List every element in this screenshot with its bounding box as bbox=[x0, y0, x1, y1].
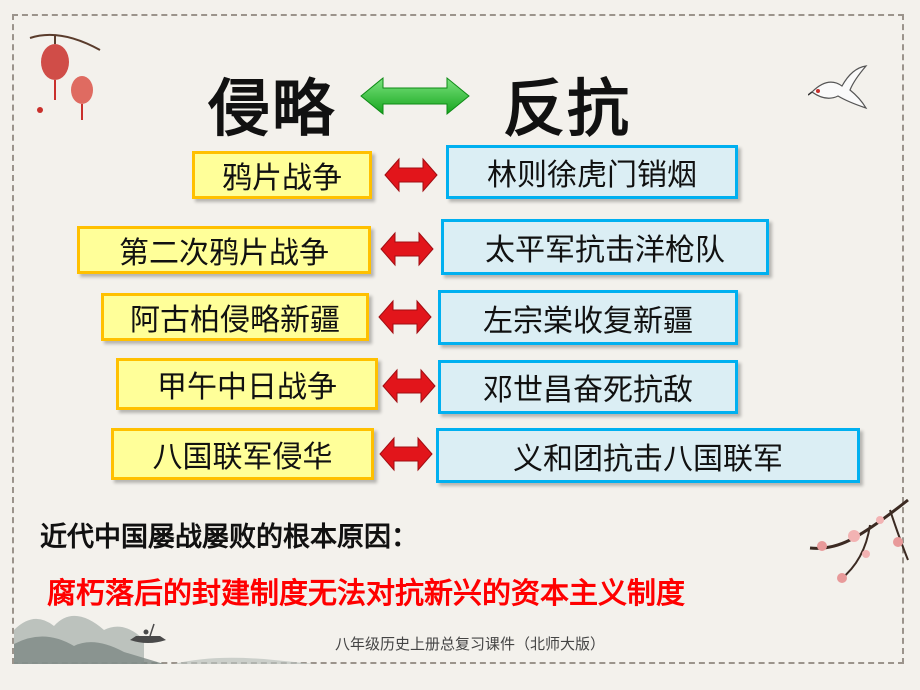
red-double-arrow-icon bbox=[379, 436, 433, 472]
mountain-landscape-icon bbox=[14, 615, 314, 664]
aggression-box: 第二次鸦片战争 bbox=[77, 226, 371, 274]
resistance-box: 林则徐虎门销烟 bbox=[446, 145, 738, 199]
red-double-arrow-icon bbox=[384, 157, 438, 193]
red-double-arrow-icon bbox=[380, 231, 434, 267]
lantern-icon bbox=[29, 33, 101, 120]
aggression-box: 甲午中日战争 bbox=[116, 358, 378, 410]
footer-caption: 八年级历史上册总复习课件（北师大版） bbox=[334, 635, 605, 653]
conclusion-label: 近代中国屡战屡败的根本原因： bbox=[40, 522, 418, 553]
red-double-arrow-icon bbox=[378, 299, 432, 335]
plum-blossom-branch-icon bbox=[809, 498, 909, 583]
resistance-box: 左宗棠收复新疆 bbox=[438, 290, 738, 345]
resistance-box: 太平军抗击洋枪队 bbox=[441, 219, 769, 275]
resistance-box: 邓世昌奋死抗敌 bbox=[438, 360, 738, 414]
red-double-arrow-icon bbox=[382, 368, 436, 404]
crane-icon bbox=[808, 65, 868, 110]
aggression-box: 阿古柏侵略新疆 bbox=[101, 293, 369, 341]
conclusion-text: 腐朽落后的封建制度无法对抗新兴的资本主义制度 bbox=[47, 576, 686, 610]
title-resistance: 反抗 bbox=[503, 72, 632, 145]
title-aggression: 侵略 bbox=[208, 72, 337, 145]
green-double-arrow-icon bbox=[360, 76, 470, 116]
aggression-box: 八国联军侵华 bbox=[111, 428, 374, 480]
boat-icon bbox=[130, 623, 166, 643]
aggression-box: 鸦片战争 bbox=[192, 151, 372, 199]
dashed-frame bbox=[12, 14, 904, 664]
resistance-box: 义和团抗击八国联军 bbox=[436, 428, 860, 483]
